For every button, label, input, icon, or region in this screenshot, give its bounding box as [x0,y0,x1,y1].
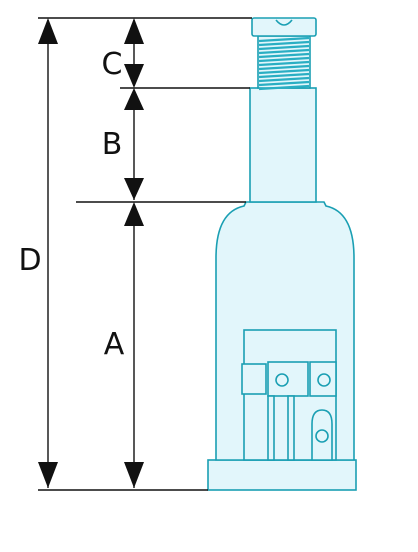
dimension-d [38,18,58,488]
thread-line [258,64,310,71]
pump-block-left [241,363,267,395]
thread-line [258,44,310,51]
thread-line [258,76,310,83]
bottle-jack [207,17,357,491]
thread-line [258,40,310,47]
pump-bolt-center [275,373,289,387]
dimension-a [124,202,144,488]
thread-line [258,84,310,91]
dimension-c [124,18,144,88]
release-valve-knob [315,429,329,443]
thread-line [258,56,310,63]
thread-line [258,52,310,59]
pump-bolt-right [317,373,331,387]
dimension-lines: C B A D [18,17,252,491]
screw-threads [258,36,310,91]
label-d: D [18,243,41,278]
saddle-groove [275,19,293,26]
thread-line [258,36,310,43]
label-c: C [102,47,123,82]
jack-saddle-cap [251,17,317,37]
thread-line [258,48,310,55]
thread-line [258,80,310,87]
jack-ram [249,87,317,203]
label-b: B [102,127,123,162]
thread-line [258,60,310,67]
jack-base-plate [207,459,357,491]
thread-line [258,72,310,79]
dimension-b [124,88,144,200]
label-a: A [104,327,125,362]
thread-line [258,68,310,75]
pump-guide-right [287,395,295,461]
pump-guide-left [267,395,275,461]
